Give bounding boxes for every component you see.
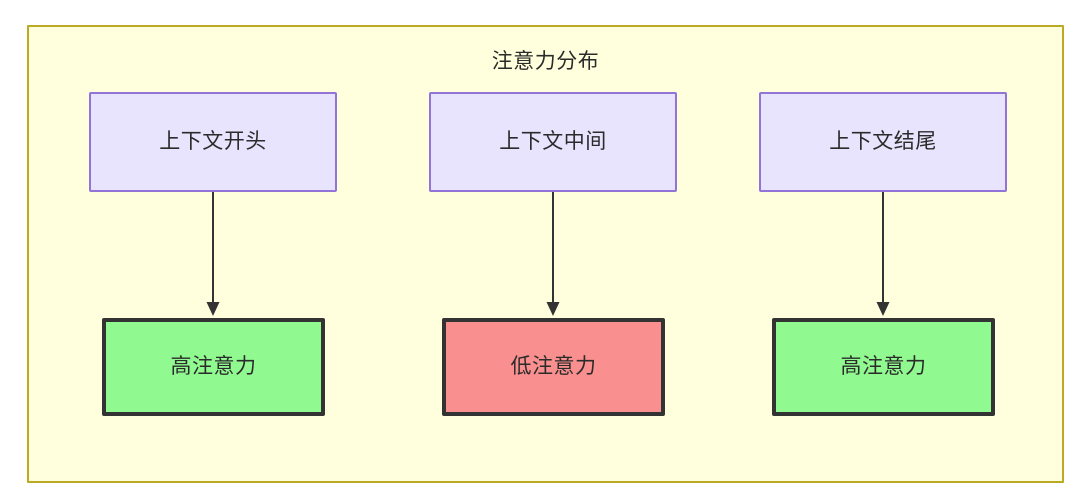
node-context-start[interactable]: 上下文开头 — [89, 92, 337, 192]
cluster-title: 注意力分布 — [491, 50, 600, 73]
node-label: 上下文开头 — [159, 130, 267, 154]
node-attention-high-end[interactable]: 高注意力 — [772, 318, 995, 416]
node-label: 高注意力 — [840, 355, 927, 379]
node-context-end[interactable]: 上下文结尾 — [759, 92, 1007, 192]
node-label: 上下文中间 — [499, 130, 607, 154]
node-label: 上下文结尾 — [829, 130, 937, 154]
node-attention-high-start[interactable]: 高注意力 — [102, 318, 325, 416]
node-context-middle[interactable]: 上下文中间 — [429, 92, 677, 192]
node-label: 低注意力 — [510, 355, 597, 379]
node-label: 高注意力 — [170, 355, 257, 379]
node-attention-low-middle[interactable]: 低注意力 — [442, 318, 665, 416]
